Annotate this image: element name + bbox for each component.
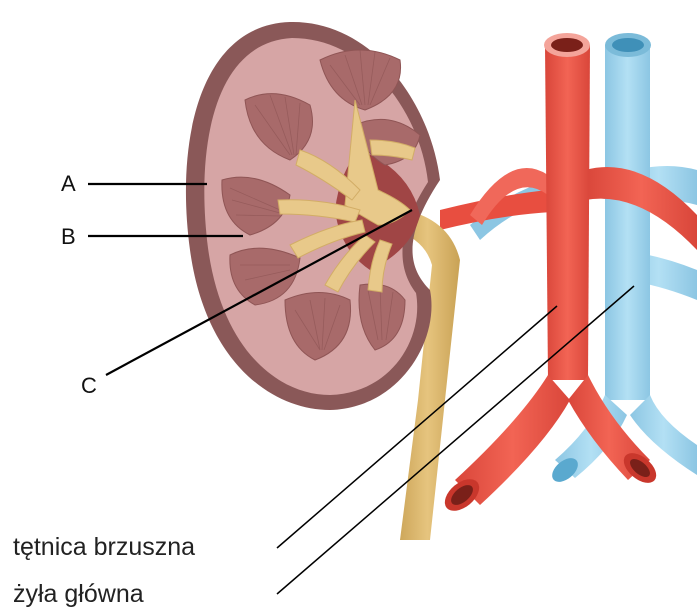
caption-artery: tętnica brzuszna	[13, 535, 195, 560]
label-c: C	[81, 375, 97, 397]
label-a: A	[61, 173, 76, 195]
label-b: B	[61, 226, 76, 248]
caption-vein: żyła główna	[13, 582, 144, 607]
